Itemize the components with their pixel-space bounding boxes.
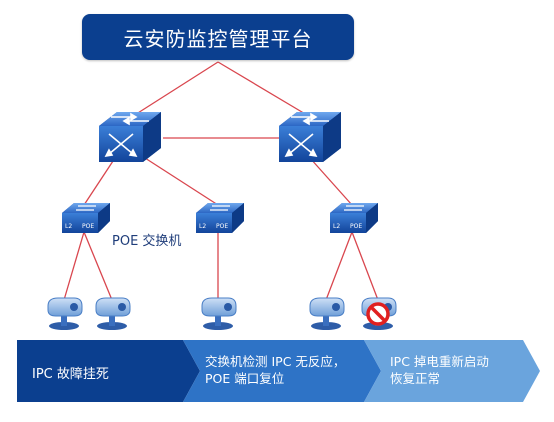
- flow-step-2-line-2: POE 端口复位: [205, 371, 285, 386]
- flow-step-2-line-1: 交换机检测 IPC 无反应，: [205, 354, 346, 369]
- switch-badge-l2: L2: [199, 223, 206, 230]
- poe-switch-icon: L2 POE: [196, 203, 244, 233]
- flow-step-1-line-1: IPC 故障挂死: [32, 367, 109, 382]
- poe-switch-label: POE 交换机: [112, 234, 182, 249]
- no-entry-icon: [366, 302, 390, 326]
- switch-badge-l2: L2: [65, 223, 72, 230]
- link-poe3-cam4: [325, 231, 353, 301]
- ip-camera-icon: [309, 297, 345, 330]
- flow-step-1-text: IPC 故障挂死: [32, 366, 109, 383]
- ip-camera-icon: [201, 297, 237, 330]
- switch-badge-poe: POE: [216, 223, 228, 230]
- poe-switch-icon: L2 POE: [330, 203, 378, 233]
- process-flow: [17, 340, 540, 402]
- link-poe1-cam2: [83, 231, 113, 301]
- flow-step-3-arrow: [364, 340, 540, 402]
- ip-camera-icon: [95, 297, 131, 330]
- ip-camera-icon: [47, 297, 83, 330]
- platform-title: 云安防监控管理平台: [82, 14, 354, 60]
- core-switch-icon: [279, 112, 341, 162]
- flow-step-1-arrow: [17, 340, 200, 402]
- core-switch-icon: [99, 112, 161, 162]
- network-links: [63, 61, 379, 301]
- flow-step-3-line-2: 恢复正常: [390, 371, 441, 386]
- flow-step-3-line-1: IPC 掉电重新启动: [390, 354, 489, 369]
- flow-step-2-text: 交换机检测 IPC 无反应， POE 端口复位: [205, 353, 345, 387]
- link-core-left-poe2: [144, 157, 219, 206]
- link-poe3-cam5: [351, 231, 379, 301]
- link-core-left-poe1: [83, 157, 116, 206]
- switch-badge-l2: L2: [333, 223, 340, 230]
- poe-switch-icon: L2 POE: [62, 203, 110, 233]
- link-platform-right: [217, 61, 313, 119]
- switch-badge-poe: POE: [350, 223, 362, 230]
- link-poe1-cam1: [63, 231, 85, 301]
- flow-step-2-arrow: [183, 340, 381, 402]
- switch-badge-poe: POE: [82, 223, 94, 230]
- link-platform-left: [129, 61, 219, 119]
- flow-step-3-text: IPC 掉电重新启动 恢复正常: [390, 353, 489, 387]
- link-core-right-poe3: [309, 157, 353, 206]
